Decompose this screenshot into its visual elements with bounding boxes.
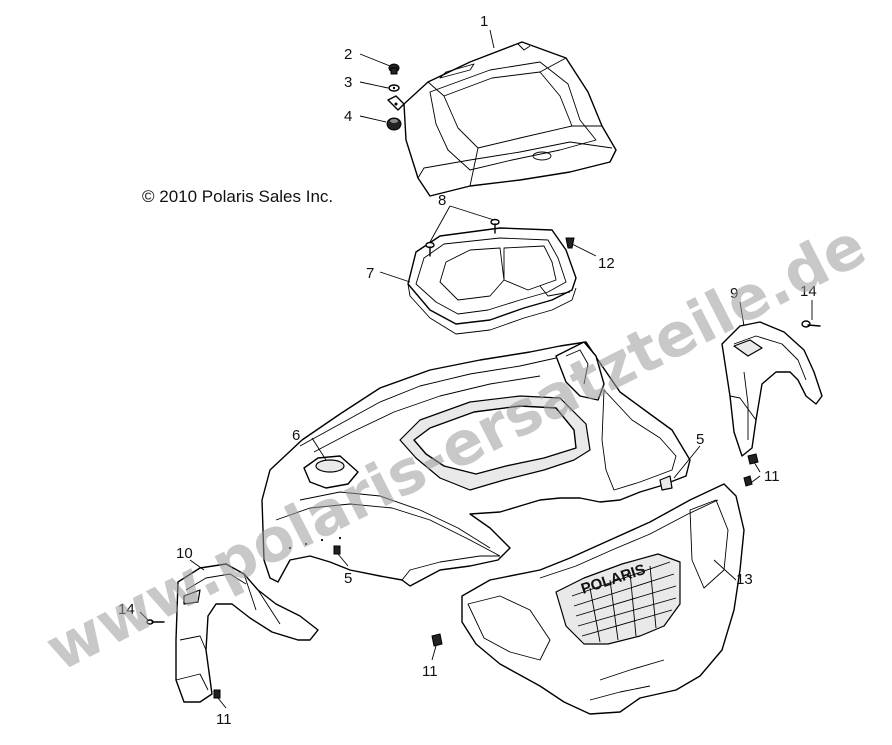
callout-labels: 1 2 3 4 8 7 12 6 5 11 5 13 9 14 10 14 11… [118,13,817,728]
callout-9: 9 [730,285,738,302]
part-washer-3 [388,84,400,92]
part-clip-11-right [743,453,759,487]
part-clip-5-right [659,475,673,491]
callout-12: 12 [598,255,615,272]
part-clip-11-bottom [431,633,443,647]
callout-11-left: 11 [216,711,232,728]
callout-14-right: 14 [800,283,817,300]
copyright-text: © 2010 Polaris Sales Inc. [142,187,333,206]
callout-3: 3 [344,74,352,91]
part-main-body [261,341,691,587]
callout-14-left: 14 [118,601,135,618]
callout-5-left: 5 [344,570,352,587]
part-screw-14-right [801,320,821,328]
callout-4: 4 [344,108,352,125]
callout-7: 7 [366,265,374,282]
part-clip-12 [565,237,575,249]
part-screw-14-left [146,619,165,625]
part-screw-8b [490,218,500,234]
part-screw-8a [425,241,435,257]
leader-lines [139,29,813,709]
part-hood-bracket [387,95,405,111]
callout-6: 6 [292,427,300,444]
callout-2: 2 [344,46,352,63]
part-clip-11-left [213,689,221,699]
callout-1: 1 [480,13,488,30]
callout-5-right: 5 [696,431,704,448]
callout-10: 10 [176,545,193,562]
callout-11-bottom: 11 [422,663,438,680]
part-grommet-4 [386,117,402,131]
callout-13: 13 [736,571,753,588]
callout-11-right: 11 [764,468,780,485]
part-storage-tray [407,227,577,335]
callout-8: 8 [438,192,446,209]
part-front-grille: POLARIS [461,483,745,715]
part-fender-left [175,563,319,703]
part-fender-right [721,321,823,457]
part-hood-cover [403,41,617,197]
part-knob-2 [388,63,400,75]
